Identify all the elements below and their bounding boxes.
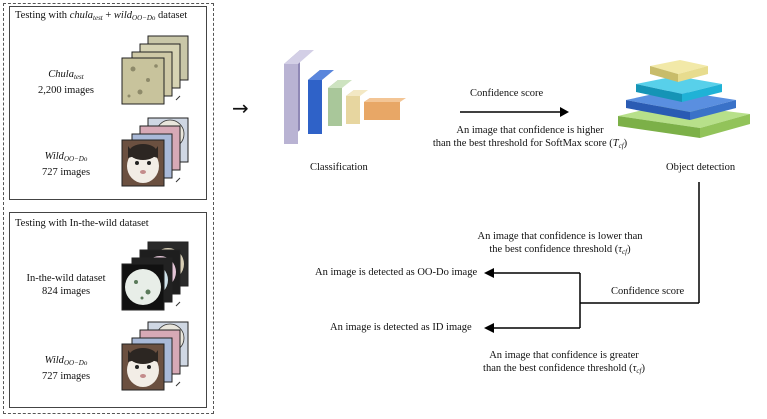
wild2-count: 727 images <box>41 371 91 382</box>
greater-threshold-note: An image that confidence is greater than… <box>464 349 664 378</box>
greater-note-sub: cf <box>636 367 642 375</box>
result-id-text: An image is detected as ID image <box>330 322 472 333</box>
detection-output-connector <box>484 182 700 333</box>
lower-note-symbol: τ <box>618 244 623 255</box>
title-a-sub: test <box>93 14 103 22</box>
title-prefix: Testing with <box>15 10 70 21</box>
wild1-sub: OO−Do <box>63 155 88 163</box>
edge-top-note: An image that confidence is higher than … <box>430 124 630 153</box>
chula-base: Chula <box>48 69 74 80</box>
wild-ood-label-2: WildOO−Do 727 images <box>26 354 106 383</box>
lower-note-line1: An image that confidence is lower than <box>477 231 643 242</box>
result-ood-text: An image is detected as OO-Do image <box>315 267 478 278</box>
edge-top-note-line1: An image that confidence is higher <box>456 125 604 136</box>
object-detection-icon <box>618 60 750 138</box>
edge-top-label: Confidence score <box>470 88 544 99</box>
wild2-base: Wild <box>44 355 64 366</box>
itw-name: In-the-wild dataset <box>26 273 106 284</box>
title-a-base: chula <box>69 10 94 21</box>
classification-cnn-icon <box>284 50 406 144</box>
chula-sub: test <box>73 73 84 81</box>
title-b-sub: OO−Do <box>132 14 156 22</box>
panel-chula-wild-title: Testing with chulatest + wildOO−Do datas… <box>15 10 187 22</box>
itw-count: 824 images <box>41 286 91 297</box>
greater-note-close: ) <box>641 363 645 374</box>
lower-note-line2: the best confidence threshold ( <box>489 244 619 255</box>
edge-bottom-label: Confidence score <box>611 286 685 297</box>
title-b-base: wild <box>113 10 133 21</box>
greater-note-line1: An image that confidence is greater <box>489 350 639 361</box>
wild-ood-image-stack-2 <box>121 321 189 391</box>
title-plus: + <box>102 10 114 21</box>
panel-in-the-wild-title: Testing with In-the-wild dataset <box>15 218 149 229</box>
test-sets-container <box>3 3 214 414</box>
arrow-classification-to-detection <box>460 107 569 117</box>
in-the-wild-label: In-the-wild dataset 824 images <box>18 272 114 298</box>
chula-count: 2,200 images <box>38 85 94 96</box>
wild-ood-label-1: WildOO−Do 727 images <box>26 150 106 179</box>
input-arrow: → <box>232 96 249 120</box>
wild1-base: Wild <box>44 151 64 162</box>
lower-note-close: ) <box>627 244 631 255</box>
in-the-wild-image-stack <box>121 241 189 311</box>
lower-threshold-note: An image that confidence is lower than t… <box>460 230 660 259</box>
lower-note-sub: cf <box>622 248 628 256</box>
chula-test-label: Chulatest 2,200 images <box>26 68 106 97</box>
classification-label: Classification <box>310 162 368 173</box>
edge-top-note-line2: than the best threshold for SoftMax scor… <box>432 138 613 149</box>
edge-top-note-close: ) <box>623 138 628 149</box>
title-suffix: dataset <box>155 10 188 21</box>
greater-note-symbol: τ <box>632 363 637 374</box>
edge-top-note-sub: cf <box>618 142 624 150</box>
wild2-sub: OO−Do <box>63 359 88 367</box>
edge-top-note-symbol: T <box>612 138 619 149</box>
chula-image-stack <box>121 35 189 105</box>
object-detection-label: Object detection <box>666 162 736 173</box>
greater-note-line2: than the best confidence threshold ( <box>483 363 633 374</box>
wild-ood-image-stack-1 <box>121 117 189 187</box>
wild1-count: 727 images <box>41 167 91 178</box>
